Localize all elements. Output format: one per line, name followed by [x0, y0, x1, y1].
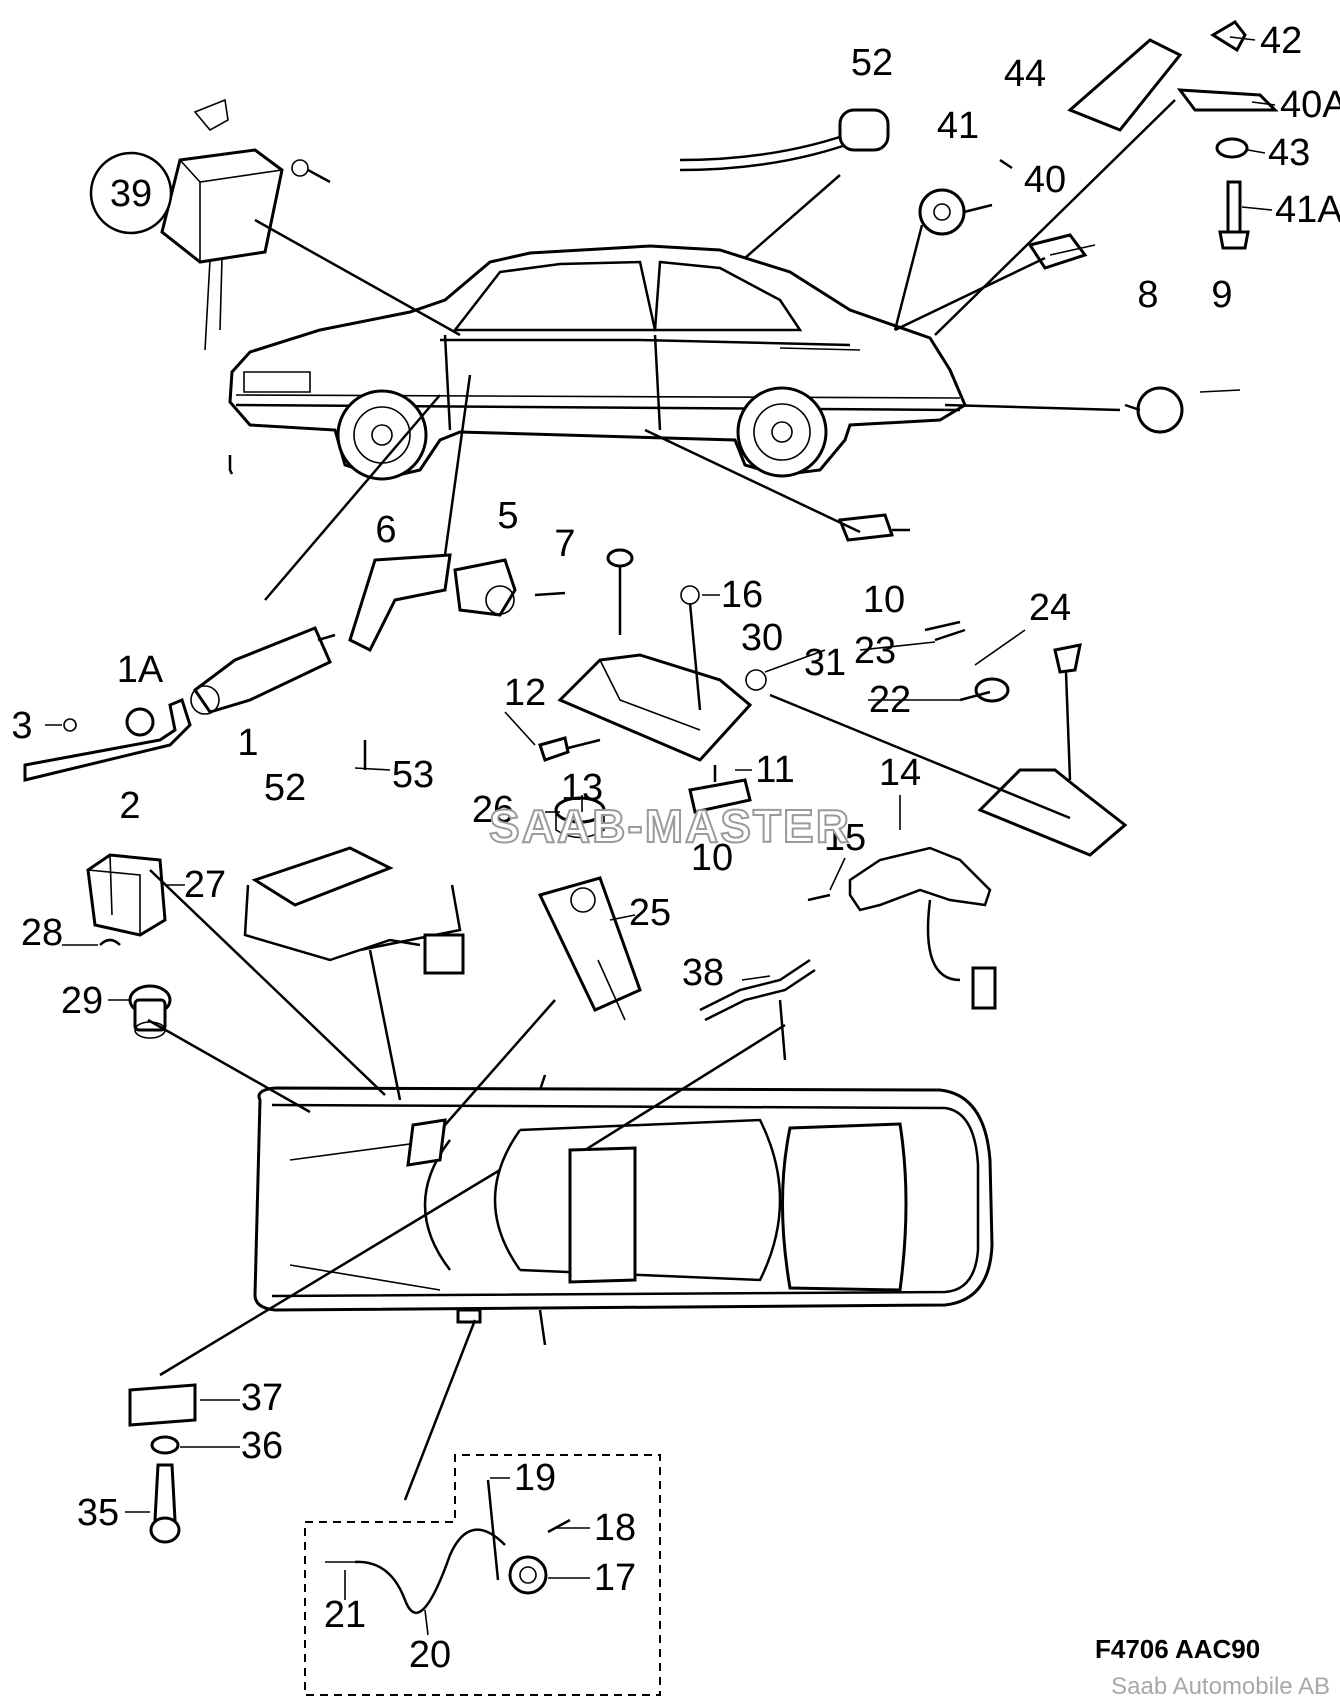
- part-11-12-13-switches: [538, 736, 752, 814]
- part-10-switch: [837, 513, 910, 542]
- part-40a-switch: [918, 158, 1013, 236]
- part-label-1a: 1A: [117, 649, 164, 691]
- part-40-43-door-switch-assembly: [1067, 20, 1279, 250]
- part-label-35: 35: [77, 1492, 119, 1534]
- part-label-32: 31: [804, 642, 846, 684]
- car-top-view: [253, 1074, 994, 1346]
- part-label-30: 29: [61, 980, 103, 1022]
- part-label-18: 17: [594, 1557, 636, 1599]
- part-label-41: 41A: [1275, 189, 1340, 231]
- part-label-40: 40A: [1280, 84, 1340, 126]
- part-label-24: 23: [854, 630, 896, 672]
- part-38-cable: [699, 958, 816, 1061]
- part-5-4-6-bracket: [348, 553, 566, 653]
- part-label-26: 25: [629, 892, 671, 934]
- part-7-8-switch: [1124, 386, 1241, 434]
- part-label-25: 24: [1029, 587, 1071, 629]
- part-label-9: 40: [1024, 159, 1066, 201]
- part-44-hose: [679, 108, 890, 172]
- part-label-53: 53: [392, 754, 434, 796]
- watermark: SAAB-MASTER: [489, 800, 851, 852]
- part-label-13: 12: [504, 672, 546, 714]
- part-label-2: 2: [119, 785, 140, 827]
- part-23-25-lever: [924, 620, 1128, 857]
- part-label-1: 1: [237, 722, 258, 764]
- part-14-27-timer: [537, 796, 642, 1021]
- part-label-52: 52: [264, 767, 306, 809]
- copyright-notice: Saab Automobile AB: [1111, 1673, 1330, 1700]
- part-9-switch: [1027, 233, 1096, 270]
- part-label-44: 52: [851, 42, 893, 84]
- part-label-40a: 41: [937, 105, 979, 147]
- part-39-circle: [89, 151, 173, 235]
- part-label-5: 6: [375, 509, 396, 551]
- part-label-43: 42: [1260, 20, 1302, 62]
- part-label-4: 5: [497, 495, 518, 537]
- part-52-53-wiring: [243, 740, 465, 975]
- part-18-22-harness-inset: [304, 1454, 661, 1696]
- part-label-31: 30: [741, 617, 783, 659]
- part-label-17: 16: [721, 574, 763, 616]
- part-label-12: 11: [755, 749, 794, 791]
- part-label-11: 10: [691, 837, 733, 879]
- part-39-relay-box: [160, 98, 331, 351]
- part-label-10: 10: [863, 579, 905, 621]
- part-label-16: 15: [824, 817, 866, 859]
- car-side-view: [228, 244, 967, 481]
- part-label-36: 36: [241, 1425, 283, 1467]
- part-label-21: 20: [409, 1634, 451, 1676]
- part-label-6: 7: [554, 523, 575, 565]
- part-label-8: 9: [1211, 274, 1232, 316]
- part-label-42: 43: [1268, 132, 1310, 174]
- part-label-20: 19: [514, 1457, 556, 1499]
- part-label-37: 37: [241, 1377, 283, 1419]
- part-label-22: 21: [324, 1594, 366, 1636]
- part-30-switch: [128, 984, 172, 1039]
- part-28-29-switch: [86, 853, 167, 946]
- label-ticks: [45, 36, 1276, 1636]
- part-label-19: 18: [594, 1507, 636, 1549]
- part-15-16-harness: [807, 846, 997, 1010]
- leader-lines: [147, 99, 1176, 1501]
- part-label-38: 38: [682, 952, 724, 994]
- part-label-29: 28: [21, 912, 63, 954]
- part-2-bracket: [23, 697, 192, 782]
- part-label-7: 8: [1137, 274, 1158, 316]
- part-35-37-switch: [128, 1383, 197, 1544]
- part-label-39: 39: [110, 173, 152, 215]
- part-label-3: 3: [11, 705, 32, 747]
- part-label-15: 14: [879, 752, 921, 794]
- part-label-28: 27: [184, 864, 226, 906]
- part-1-switch: [190, 626, 336, 715]
- part-label-27: 26: [472, 789, 514, 831]
- part-17-31-32-gear-lever: [557, 548, 767, 762]
- reference-code: F4706 AAC90: [1095, 1634, 1260, 1664]
- part-label-41a: 44: [1004, 53, 1046, 95]
